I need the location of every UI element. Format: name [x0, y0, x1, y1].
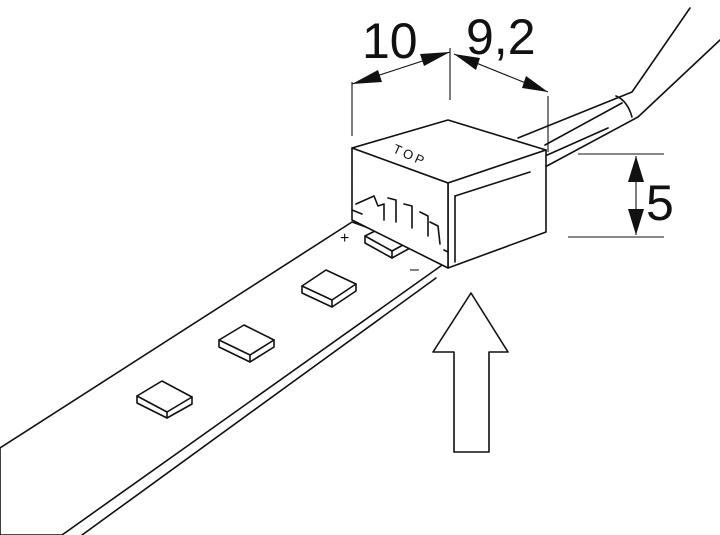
width-dimension: 10 [351, 13, 451, 136]
depth-dimension: 9,2 [453, 9, 549, 152]
contact-slots [351, 195, 449, 253]
led-chip [218, 324, 275, 363]
led-strip: + – [0, 221, 453, 535]
cable [517, 7, 720, 168]
led-chip [136, 380, 193, 419]
height-dimension: 5 [568, 153, 674, 238]
led-chip [301, 269, 357, 308]
height-label: 5 [646, 175, 674, 231]
depth-label: 9,2 [466, 9, 536, 65]
plus-marking: + [340, 230, 349, 247]
minus-marking: – [410, 261, 419, 278]
connector-housing: TOP [351, 119, 547, 269]
width-label: 10 [362, 13, 418, 69]
insertion-arrow [432, 292, 509, 453]
